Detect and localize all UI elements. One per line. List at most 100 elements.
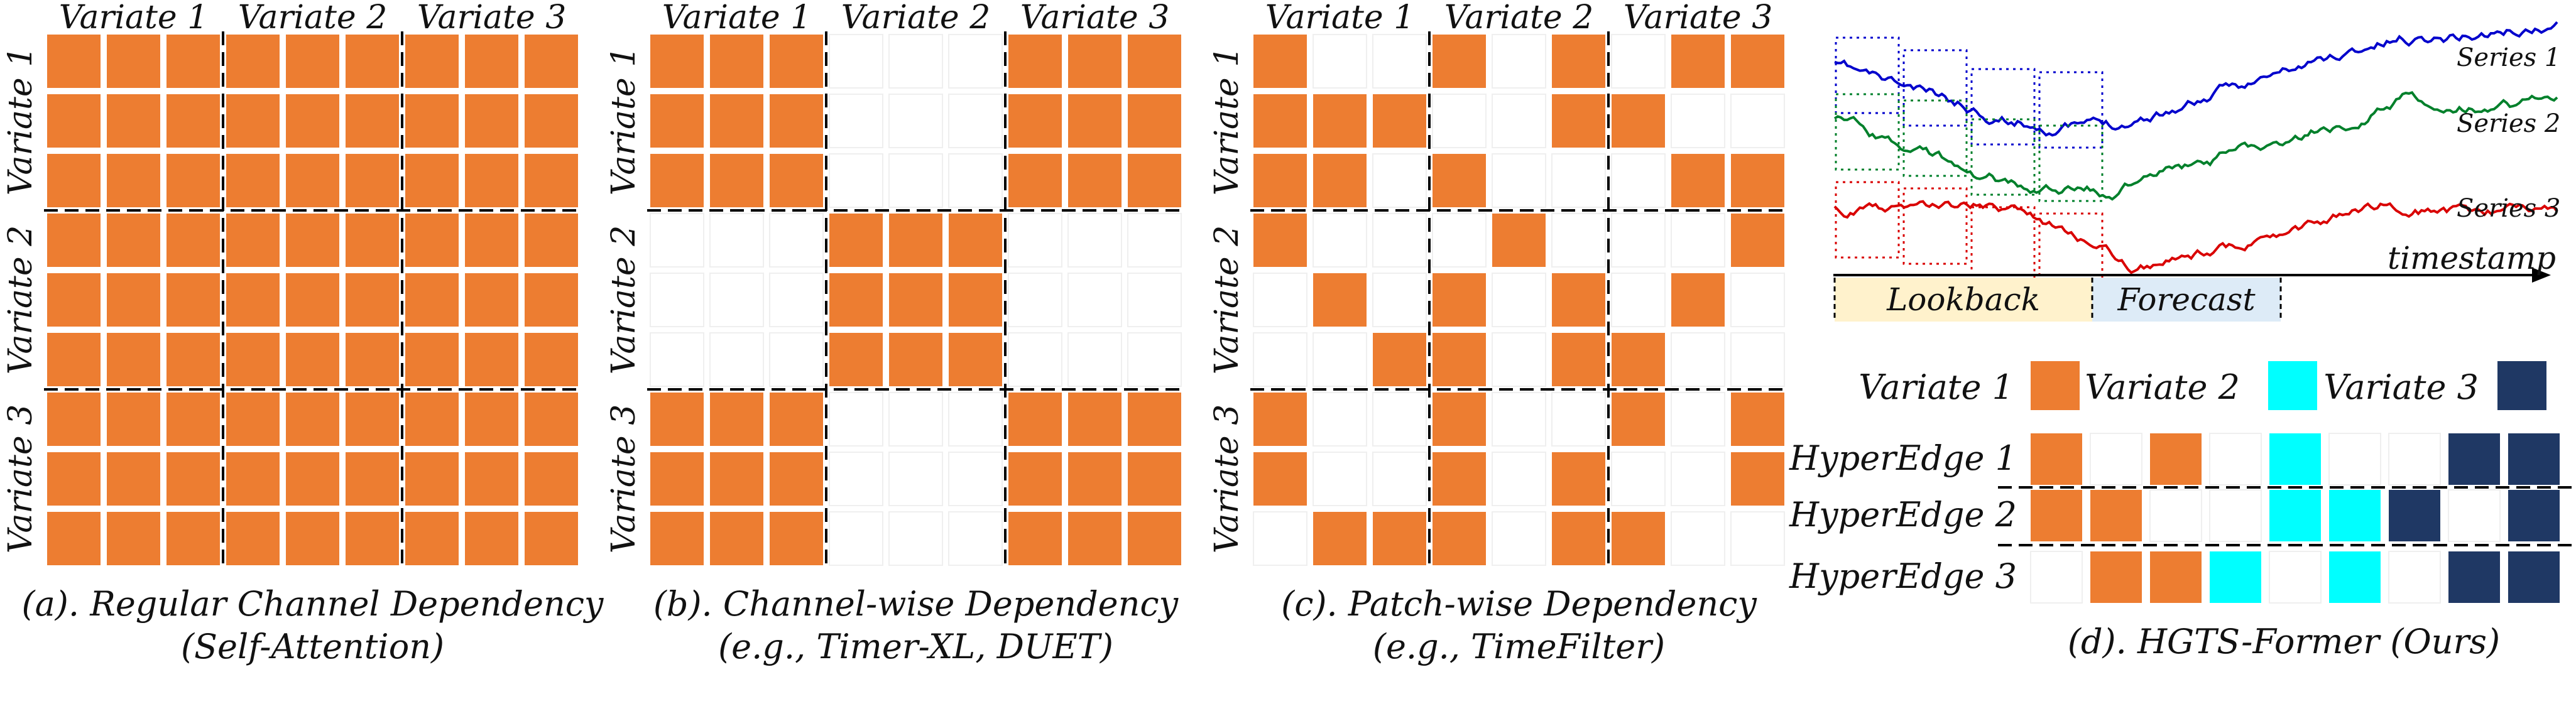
- dependency-cell-empty: [1492, 273, 1546, 327]
- dependency-cell-active: [166, 94, 220, 148]
- dependency-cell-active: [650, 452, 704, 506]
- hyperedge-member-cell: [2508, 490, 2560, 541]
- dependency-cell-active: [286, 512, 339, 565]
- dependency-cell-active: [650, 35, 704, 88]
- dependency-cell-active: [346, 512, 399, 565]
- row-header-variate-2: Variate 2: [2, 225, 40, 375]
- col-header-variate-2: Variate 2: [238, 0, 388, 36]
- dependency-cell-active: [1492, 214, 1546, 267]
- dependency-cell-active: [166, 35, 220, 88]
- dependency-cell-active: [1068, 154, 1122, 207]
- row-header-variate-3: Variate 3: [1208, 404, 1246, 554]
- dependency-cell-active: [1373, 94, 1426, 148]
- dependency-cell-active: [1671, 273, 1725, 327]
- legend-swatch-variate-1: [2031, 361, 2080, 410]
- row-header-variate-3: Variate 3: [605, 404, 643, 554]
- dependency-cell-active: [405, 35, 459, 88]
- dependency-cell-empty: [1067, 332, 1122, 387]
- dependency-cell-empty: [769, 213, 824, 268]
- legend-label-variate-3: Variate 3: [2323, 367, 2479, 407]
- dependency-cell-active: [1433, 333, 1486, 386]
- hyperedge-member-cell: [2269, 490, 2321, 541]
- dependency-cell-active: [1552, 273, 1605, 327]
- dependency-cell-empty: [888, 153, 943, 208]
- dependency-cell-active: [405, 452, 459, 506]
- dependency-cell-active: [525, 154, 578, 207]
- dependency-cell-active: [226, 214, 280, 267]
- dependency-cell-active: [710, 35, 763, 88]
- dependency-cell-active: [226, 273, 280, 327]
- dependency-cell-empty: [1671, 452, 1725, 506]
- dependency-cell-active: [107, 393, 160, 446]
- dependency-cell-active: [1552, 35, 1605, 88]
- legend-swatch-variate-3: [2497, 361, 2546, 410]
- legend-label-variate-2: Variate 2: [2085, 367, 2240, 407]
- dependency-cell-active: [1068, 512, 1122, 565]
- dependency-cell-empty: [948, 94, 1003, 148]
- dependency-cell-empty: [888, 452, 943, 506]
- dependency-cell-active: [107, 94, 160, 148]
- dependency-cell-active: [650, 512, 704, 565]
- series-1-line: [1834, 21, 2558, 137]
- hyperedge-member-cell: [2150, 433, 2202, 485]
- dependency-cell-active: [829, 214, 883, 267]
- dependency-cell-active: [346, 393, 399, 446]
- hyperedge-empty-cell: [2388, 551, 2441, 604]
- dependency-cell-empty: [1253, 273, 1307, 327]
- dependency-cell-active: [1671, 154, 1725, 207]
- dependency-cell-active: [47, 273, 101, 327]
- dependency-cell-active: [47, 214, 101, 267]
- dependency-cell-active: [1068, 393, 1122, 446]
- dependency-cell-active: [1128, 393, 1181, 446]
- dependency-cell-empty: [1313, 213, 1367, 268]
- dependency-cell-active: [346, 154, 399, 207]
- dependency-cell-active: [346, 273, 399, 327]
- dependency-cell-empty: [1730, 511, 1785, 566]
- dependency-cell-active: [949, 214, 1002, 267]
- dependency-cell-active: [1253, 94, 1307, 148]
- dependency-cell-empty: [1492, 392, 1546, 447]
- dependency-cell-empty: [1372, 392, 1427, 447]
- dependency-cell-active: [1128, 512, 1181, 565]
- dependency-cell-empty: [650, 213, 704, 268]
- dependency-cell-active: [1433, 35, 1486, 88]
- legend-swatch-variate-2: [2268, 361, 2317, 410]
- dependency-cell-active: [286, 35, 339, 88]
- dependency-cell-active: [1433, 393, 1486, 446]
- dependency-cell-active: [47, 512, 101, 565]
- dependency-cell-active: [1253, 214, 1307, 267]
- dependency-cell-empty: [1671, 213, 1725, 268]
- lookback-region: [1835, 278, 2092, 322]
- dependency-cell-empty: [948, 511, 1003, 566]
- dependency-cell-active: [770, 35, 823, 88]
- dependency-cell-empty: [1730, 332, 1785, 387]
- dependency-cell-active: [465, 452, 518, 506]
- dependency-cell-active: [1253, 35, 1307, 88]
- series-3-label: Series 3: [2457, 194, 2560, 223]
- hyperedge-empty-cell: [2448, 489, 2501, 542]
- dependency-cell-empty: [948, 452, 1003, 506]
- dependency-cell-active: [47, 94, 101, 148]
- row-header-variate-3: Variate 3: [2, 404, 40, 554]
- dependency-cell-active: [1433, 273, 1486, 327]
- dependency-cell-active: [226, 333, 280, 386]
- dependency-cell-empty: [1492, 452, 1546, 506]
- dependency-cell-active: [107, 214, 160, 267]
- dependency-cell-active: [465, 35, 518, 88]
- dependency-cell-empty: [1492, 94, 1546, 148]
- dependency-cell-empty: [948, 392, 1003, 447]
- hyperedge-member-cell: [2210, 551, 2261, 603]
- dependency-cell-active: [1068, 35, 1122, 88]
- dependency-cell-active: [1552, 333, 1605, 386]
- dependency-cell-active: [650, 393, 704, 446]
- dependency-cell-empty: [1611, 452, 1666, 506]
- dependency-cell-active: [1253, 452, 1307, 506]
- dependency-cell-active: [166, 154, 220, 207]
- dependency-cell-active: [1731, 452, 1784, 506]
- dependency-cell-active: [405, 333, 459, 386]
- dependency-cell-empty: [1253, 511, 1307, 566]
- dependency-cell-active: [1008, 35, 1062, 88]
- dependency-cell-active: [525, 333, 578, 386]
- dependency-cell-active: [286, 452, 339, 506]
